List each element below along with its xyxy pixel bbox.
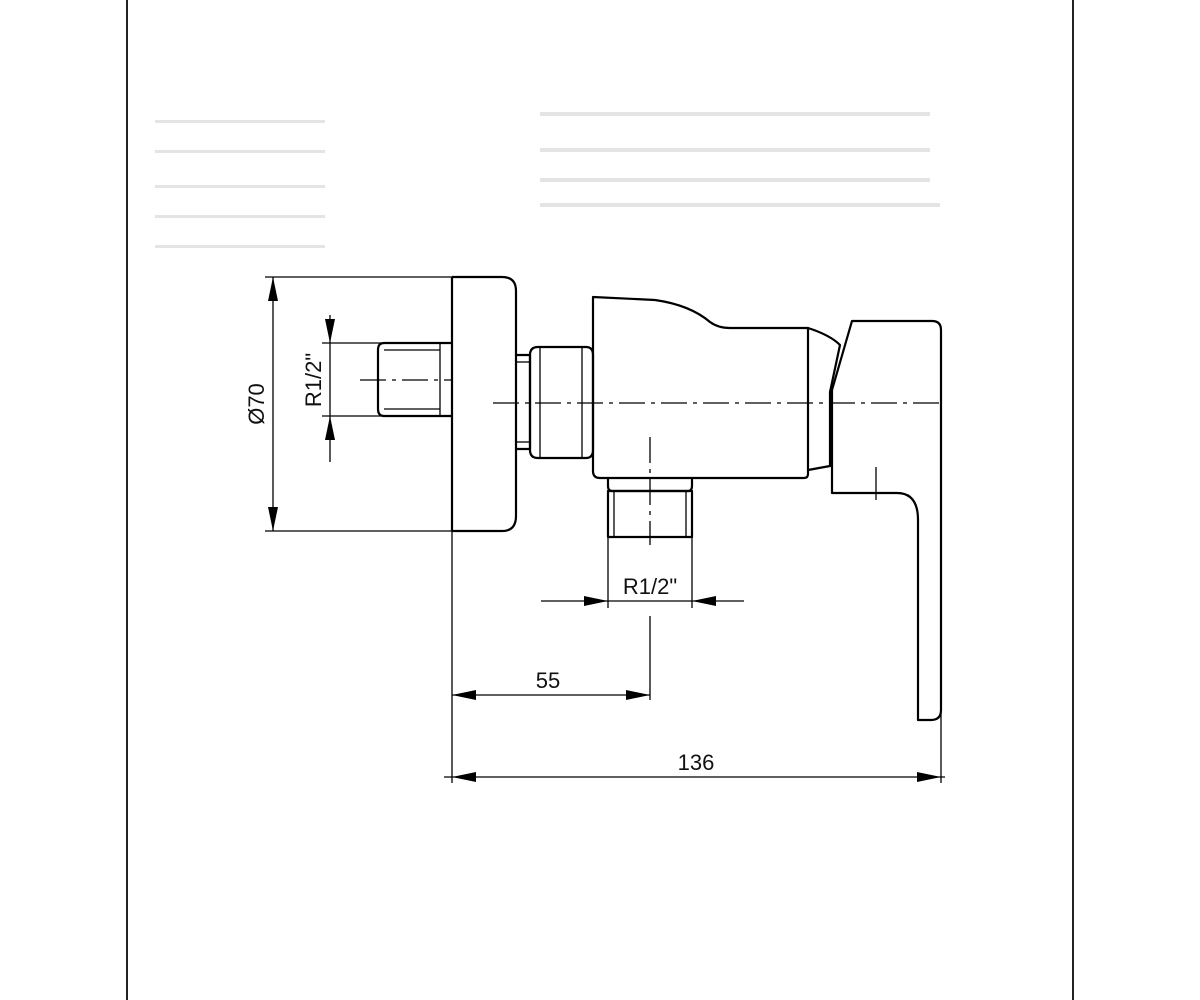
overall-length-label: 136	[678, 750, 715, 775]
offset-arrow-right	[626, 690, 650, 700]
diameter-arrow-bottom	[268, 507, 278, 531]
overall-arrow-right	[917, 772, 941, 782]
wall-thread-label: R1/2"	[301, 353, 326, 407]
diameter-arrow-top	[268, 277, 278, 301]
outlet-thread-label: R1/2"	[623, 574, 677, 599]
wall-thread-arrow-bottom	[325, 416, 335, 440]
outlet-thread-arrow-left	[584, 596, 608, 606]
offset-arrow-left	[452, 690, 476, 700]
faded-text-block-left	[155, 120, 325, 248]
wall-thread-arrow-top	[325, 319, 335, 343]
diameter-label: Ø70	[244, 383, 269, 425]
cartridge-housing	[807, 326, 842, 472]
faded-text-block-top	[540, 112, 940, 207]
short-connector	[516, 353, 532, 451]
overall-arrow-left	[452, 772, 476, 782]
mixer-body	[591, 295, 810, 480]
lever-handle	[830, 319, 943, 722]
outlet-thread-arrow-right	[692, 596, 716, 606]
offset-label: 55	[536, 668, 560, 693]
wall-rosette	[452, 275, 518, 533]
